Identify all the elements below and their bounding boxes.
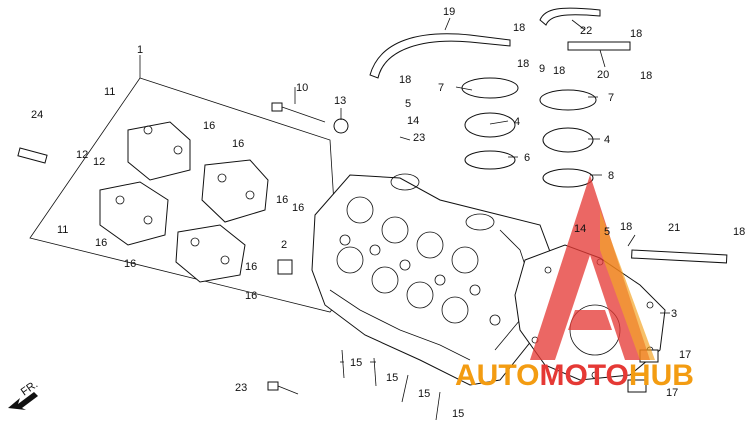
hose-22 — [539, 7, 601, 26]
hose-20 — [567, 41, 631, 51]
front-direction-arrow: FR. — [8, 378, 40, 410]
watermark-text-auto: AUTO — [455, 359, 539, 392]
callout-18g: 18 — [620, 221, 632, 233]
callout-12a: 12 — [76, 149, 88, 161]
callout-16g: 16 — [245, 261, 257, 273]
callout-16d: 16 — [292, 202, 304, 214]
camshaft-holder-1 — [127, 121, 191, 181]
callout-17b: 17 — [666, 387, 678, 399]
hose-21 — [631, 249, 728, 264]
callout-14a: 14 — [407, 115, 419, 127]
leader-lines — [294, 17, 670, 363]
callout-23a: 23 — [413, 132, 425, 144]
watermark-text: AUTOMOTOHUB — [455, 359, 694, 392]
callout-16c: 16 — [276, 194, 288, 206]
callout-5b: 5 — [604, 226, 610, 238]
callout-12b: 12 — [93, 156, 105, 168]
callout-18b: 18 — [517, 58, 529, 70]
insulator-band-upper — [461, 77, 519, 170]
camshaft-holder-4 — [175, 224, 246, 283]
callout-24: 24 — [31, 109, 43, 121]
callout-4a: 4 — [514, 116, 520, 128]
camshaft-holder-2 — [201, 159, 269, 223]
callout-16h: 16 — [245, 290, 257, 302]
callout-20: 20 — [597, 69, 609, 81]
bolt-24 — [17, 147, 48, 164]
dowel-2 — [277, 259, 293, 275]
callout-13: 13 — [334, 95, 346, 107]
watermark-logo — [530, 175, 655, 360]
callout-22: 22 — [580, 25, 592, 37]
callout-16e: 16 — [95, 237, 107, 249]
watermark-text-hub: HUB — [629, 359, 694, 392]
callout-17a: 17 — [679, 349, 691, 361]
assembly-outline — [29, 77, 341, 313]
callout-18e: 18 — [640, 70, 652, 82]
callout-8: 8 — [608, 170, 614, 182]
stud-bolts-15 — [341, 349, 441, 421]
callout-15a: 15 — [350, 357, 362, 369]
callout-18a: 18 — [513, 22, 525, 34]
hose-19 — [369, 33, 511, 79]
callout-18h: 18 — [733, 226, 745, 238]
callout-6: 6 — [524, 152, 530, 164]
callout-11a: 11 — [104, 86, 115, 98]
callout-2: 2 — [281, 239, 287, 251]
callout-23b: 23 — [235, 382, 247, 394]
callout-7b: 7 — [608, 92, 614, 104]
callout-18f: 18 — [399, 74, 411, 86]
callout-15b: 15 — [386, 372, 398, 384]
dowel-17b — [627, 379, 647, 393]
callout-18d: 18 — [630, 28, 642, 40]
bolt-10 — [271, 102, 326, 123]
callout-18c: 18 — [553, 65, 565, 77]
callout-9: 9 — [539, 63, 545, 75]
callout-3: 3 — [671, 308, 677, 320]
callout-16f: 16 — [124, 258, 136, 270]
callout-10: 10 — [296, 82, 308, 94]
washer-13 — [333, 118, 349, 134]
callout-5a: 5 — [405, 98, 411, 110]
callout-1: 1 — [137, 44, 143, 56]
callout-19: 19 — [443, 6, 455, 18]
callout-16b: 16 — [232, 138, 244, 150]
callout-14b: 14 — [574, 223, 586, 235]
callout-16a: 16 — [203, 120, 215, 132]
callout-7a: 7 — [438, 82, 444, 94]
callout-21: 21 — [668, 222, 680, 234]
camshaft-holder-3 — [99, 181, 169, 246]
insulator-band-lower — [539, 89, 597, 188]
callout-11b: 11 — [57, 224, 68, 236]
callout-15d: 15 — [452, 408, 464, 420]
watermark-text-moto: MOTO — [539, 359, 628, 392]
callout-4b: 4 — [604, 134, 610, 146]
callout-15c: 15 — [418, 388, 430, 400]
bolt-23 — [267, 381, 299, 395]
cylinder-head — [311, 173, 556, 386]
callout-labels: 1 2 3 4 4 5 5 6 7 7 8 9 10 11 11 12 12 1… — [31, 6, 745, 420]
